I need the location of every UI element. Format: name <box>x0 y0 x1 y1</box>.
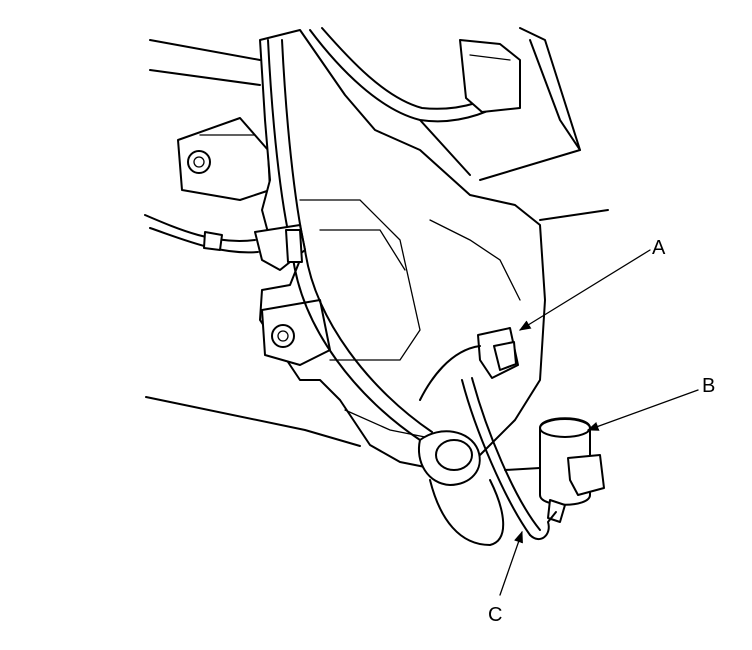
callout-label-b: B <box>702 375 715 397</box>
filler-neck <box>417 430 505 546</box>
washer-reservoir-tank <box>259 29 546 471</box>
upper-connector <box>459 39 521 113</box>
body-panel-lines <box>145 27 609 447</box>
callout-label-c: C <box>488 604 502 626</box>
leader-a <box>519 249 651 331</box>
wire-harness <box>144 27 521 441</box>
leader-c <box>499 530 523 596</box>
callout-label-a: A <box>652 237 666 259</box>
fluid-level-sensor <box>419 327 519 401</box>
leader-b <box>586 389 699 431</box>
callout-leaders <box>499 249 699 596</box>
washer-hose <box>461 377 557 541</box>
lower-mounting-tab <box>261 299 331 366</box>
washer-motor <box>539 417 605 523</box>
upper-mounting-bracket <box>177 117 271 201</box>
